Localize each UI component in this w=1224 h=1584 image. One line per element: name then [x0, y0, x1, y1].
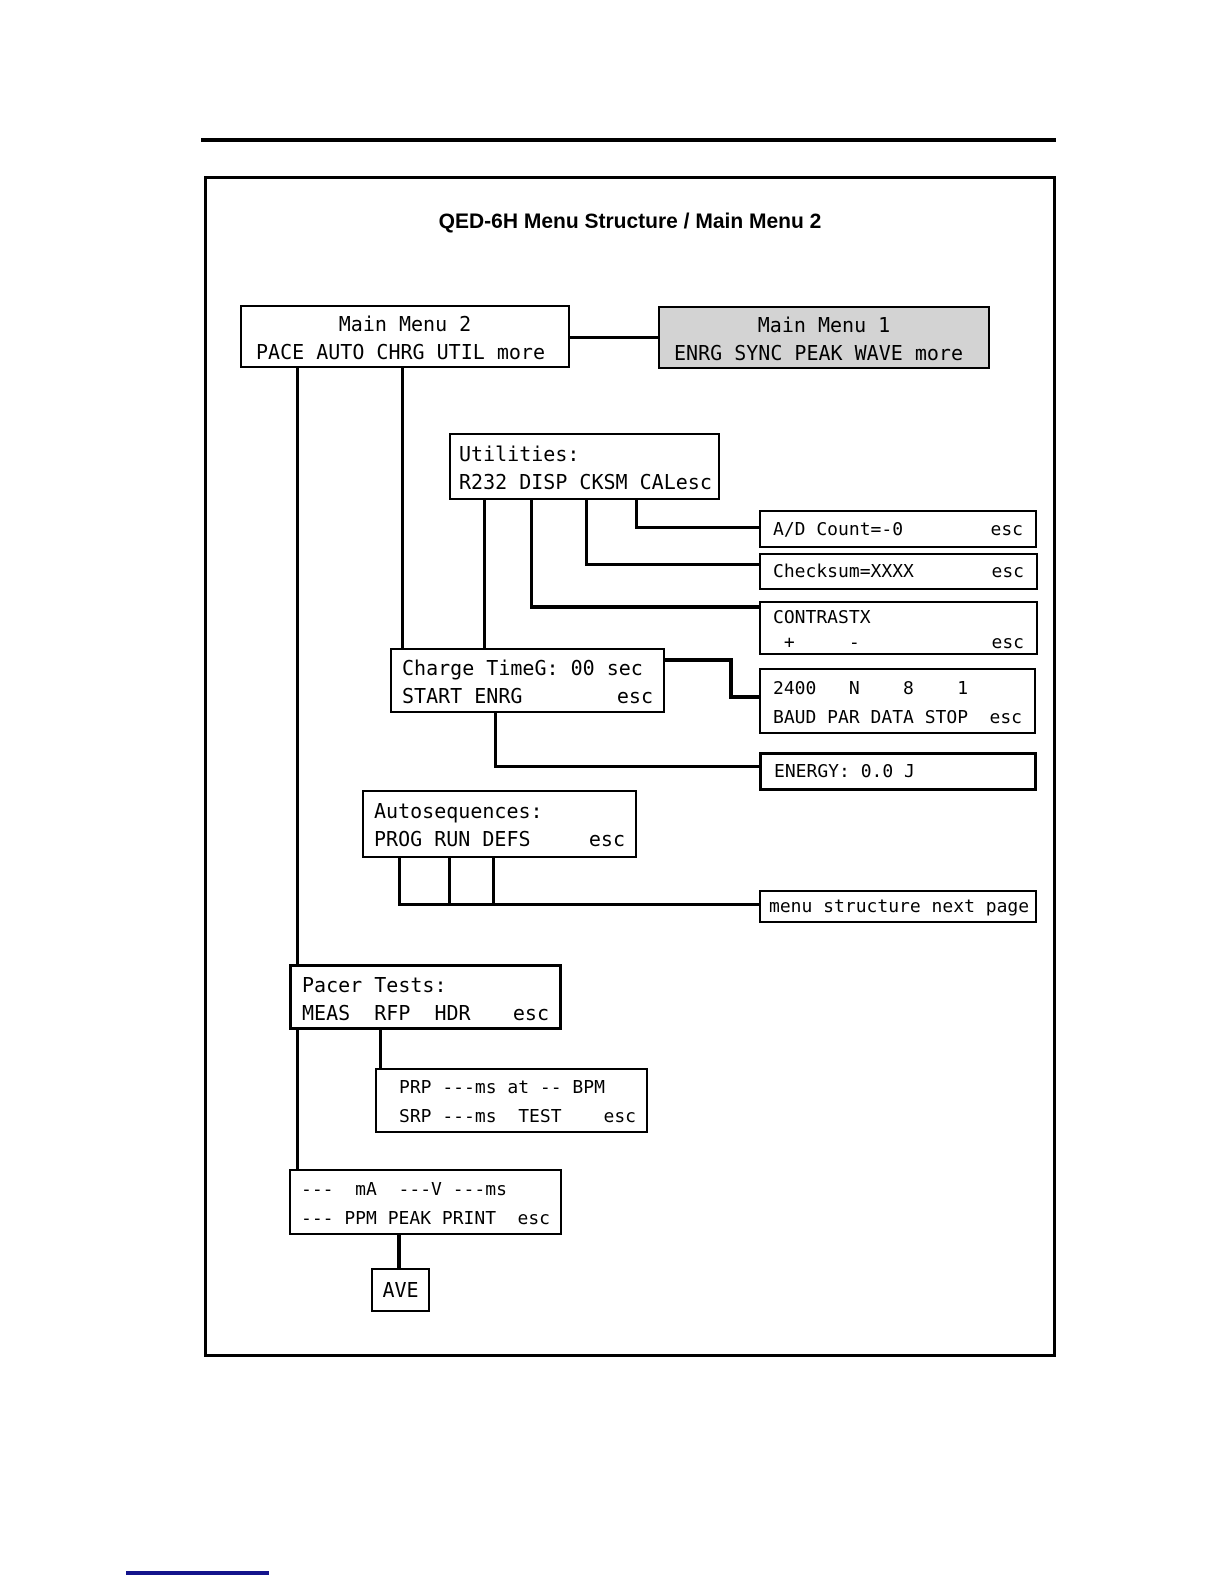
- charge-time-items: START ENRG: [402, 684, 523, 708]
- screen-pacer-measure: --- mA ---V ---ms --- PPM PEAK PRINT esc: [289, 1169, 562, 1235]
- charge-time-title: Charge TimeG: 00 sec: [402, 656, 643, 680]
- connector-defs-v: [492, 856, 495, 906]
- connector-r232-h2: [729, 695, 759, 699]
- utilities-esc: esc: [675, 470, 712, 494]
- pacer-prp-line1: PRP ---ms at -- BPM: [399, 1077, 605, 1098]
- screen-serial-settings: 2400 N 8 1 BAUD PAR DATA STOP esc: [759, 668, 1036, 734]
- connector-chrg-down: [401, 368, 404, 648]
- utilities-items: R232 DISP CKSM CAL: [459, 470, 676, 494]
- screen-main-menu-2: Main Menu 2 PACE AUTO CHRG UTIL more: [240, 305, 570, 368]
- screen-checksum: Checksum=XXXX esc: [759, 553, 1038, 590]
- screen-main-menu-1: Main Menu 1 ENRG SYNC PEAK WAVE more: [658, 306, 990, 369]
- diagram-title: QED-6H Menu Structure / Main Menu 2: [438, 210, 822, 233]
- serial-values: 2400 N 8 1: [773, 678, 969, 699]
- serial-esc: esc: [989, 707, 1022, 728]
- ad-count-text: A/D Count=-0: [773, 518, 904, 540]
- screen-utilities: Utilities: R232 DISP CKSM CAL esc: [449, 433, 720, 500]
- connector-cal-h: [635, 526, 759, 529]
- connector-r232-v2: [729, 658, 733, 699]
- checksum-esc: esc: [991, 561, 1024, 582]
- autosequences-title: Autosequences:: [374, 799, 543, 823]
- autosequences-esc: esc: [588, 827, 625, 851]
- connector-r232-v: [483, 500, 486, 661]
- pacer-prp-line2: SRP ---ms TEST: [399, 1106, 562, 1127]
- connector-rfp-prp: [379, 1030, 382, 1068]
- screen-autosequences: Autosequences: PROG RUN DEFS esc: [362, 790, 637, 858]
- main-menu-1-items: ENRG SYNC PEAK WAVE more: [674, 341, 963, 365]
- pacer-measure-line1: --- mA ---V ---ms: [301, 1179, 507, 1200]
- connector-disp-h: [530, 605, 759, 609]
- screen-contrast: CONTRASTX + - esc: [759, 601, 1038, 655]
- screen-pacer-prp: PRP ---ms at -- BPM SRP ---ms TEST esc: [375, 1068, 648, 1133]
- connector-meas-ave: [397, 1235, 401, 1268]
- menu-next-text: menu structure next page: [769, 896, 1030, 917]
- screen-energy: ENERGY: 0.0 J: [759, 752, 1037, 791]
- energy-text: ENERGY: 0.0 J: [774, 761, 915, 782]
- connector-cksm-v: [585, 500, 588, 566]
- connector-pace-down2: [296, 1030, 299, 1169]
- pacer-measure-line2: --- PPM PEAK PRINT: [301, 1208, 497, 1229]
- connector-cal-v: [635, 500, 638, 529]
- main-menu-1-title: Main Menu 1: [757, 313, 891, 337]
- contrast-title: CONTRASTX: [773, 607, 871, 628]
- ave-text: AVE: [382, 1278, 419, 1302]
- note-menu-structure-next-page: menu structure next page: [759, 890, 1037, 923]
- utilities-title: Utilities:: [459, 442, 580, 466]
- contrast-items: + -: [773, 632, 860, 653]
- screen-charge-time: Charge TimeG: 00 sec START ENRG esc: [390, 648, 665, 713]
- connector-charge-energy-v: [494, 713, 497, 768]
- pacer-measure-esc: esc: [517, 1208, 550, 1229]
- pacer-prp-esc: esc: [603, 1106, 636, 1127]
- serial-labels: BAUD PAR DATA STOP: [773, 707, 969, 728]
- autosequences-items: PROG RUN DEFS: [374, 827, 531, 851]
- connector-charge-energy-h: [494, 765, 759, 768]
- pacer-tests-title: Pacer Tests:: [302, 973, 447, 997]
- connector-menu2-menu1: [570, 336, 658, 339]
- connector-disp-v: [530, 500, 533, 608]
- screen-pacer-tests: Pacer Tests: MEAS RFP HDR esc: [289, 964, 562, 1030]
- checksum-text: Checksum=XXXX: [773, 561, 914, 582]
- main-menu-2-title: Main Menu 2: [338, 312, 472, 336]
- pacer-tests-items: MEAS RFP HDR: [302, 1001, 471, 1025]
- pacer-tests-esc: esc: [512, 1001, 549, 1025]
- connector-prog-v: [398, 856, 401, 906]
- charge-time-esc: esc: [616, 684, 653, 708]
- connector-pace-down: [296, 368, 299, 964]
- connector-cksm-h: [585, 563, 759, 566]
- contrast-esc: esc: [991, 632, 1024, 653]
- connector-run-v: [448, 856, 451, 906]
- screen-ave: AVE: [371, 1268, 430, 1312]
- screen-ad-count: A/D Count=-0 esc: [759, 510, 1037, 548]
- footer-rule: [126, 1571, 269, 1575]
- main-menu-2-items: PACE AUTO CHRG UTIL more: [256, 340, 545, 364]
- connector-autoseq-nextpage: [398, 903, 759, 906]
- top-rule: [201, 138, 1056, 142]
- ad-count-esc: esc: [990, 518, 1023, 540]
